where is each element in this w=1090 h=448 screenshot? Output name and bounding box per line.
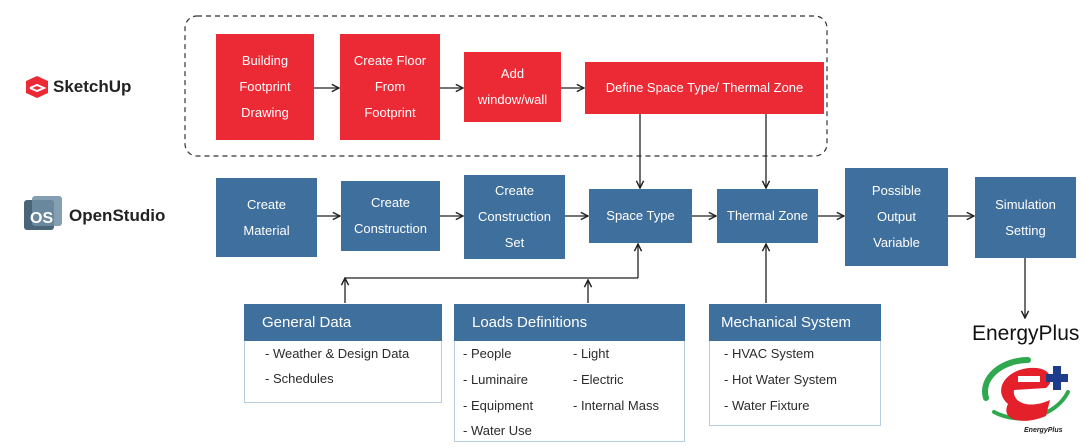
energyplus-small-label: EnergyPlus [1024,427,1063,434]
loads-definitions-panel: Loads Definitions - People - Luminaire -… [454,304,685,442]
general-data-item: - Weather & Design Data [265,346,410,361]
sketchup-group-outline [184,15,828,157]
step-building-footprint: Building Footprint Drawing [216,34,314,140]
step-create-construction-set: Create Construction Set [464,175,565,259]
sketchup-logo-text: SketchUp [53,77,132,96]
openstudio-logo: OS OpenStudio [22,196,165,236]
loads-item: - Equipment [463,398,534,413]
openstudio-icon: OS [24,196,62,230]
energyplus-label: EnergyPlus [972,322,1080,345]
sketchup-logo: SketchUp [24,76,131,98]
mechanical-item: - HVAC System [724,346,815,361]
energyplus-logo-icon [982,357,1070,421]
step-simulation-setting: Simulation Setting [975,177,1076,258]
step-space-type: Space Type [589,189,692,243]
loads-item: - Light [573,346,610,361]
step-create-construction: Create Construction [341,181,440,251]
svg-text:OS: OS [30,210,53,227]
mechanical-system-title: Mechanical System [709,304,881,341]
mechanical-system-panel: Mechanical System - HVAC System - Hot Wa… [709,304,881,426]
step-possible-output-variable: Possible Output Variable [845,168,948,266]
mechanical-item: - Water Fixture [724,398,810,413]
step-create-material: Create Material [216,178,317,257]
general-data-title: General Data [244,304,442,341]
general-data-item: - Schedules [265,371,334,386]
step-thermal-zone: Thermal Zone [717,189,818,243]
sketchup-icon [26,76,48,98]
loads-item: - People [463,346,512,361]
general-data-panel: General Data - Weather & Design Data - S… [244,304,442,403]
loads-item: - Water Use [463,423,532,438]
loads-item: - Electric [573,372,624,387]
loads-item: - Internal Mass [573,398,659,413]
step-add-window-wall: Add window/wall [464,52,561,122]
loads-definitions-title: Loads Definitions [454,304,685,341]
step-define-space-type: Define Space Type/ Thermal Zone [585,62,824,114]
step-create-floor: Create Floor From Footprint [340,34,440,140]
openstudio-logo-text: OpenStudio [69,206,166,225]
mechanical-item: - Hot Water System [724,372,837,387]
loads-item: - Luminaire [463,372,529,387]
